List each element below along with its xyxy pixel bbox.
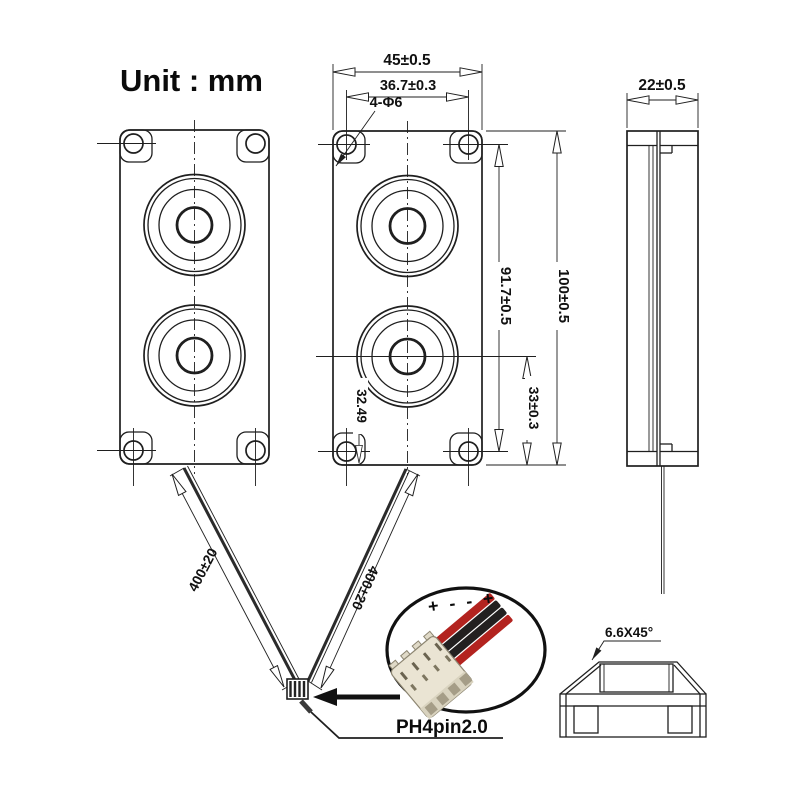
connector-inset: + - - + bbox=[385, 586, 547, 720]
wire-right-length-text: 400±20 bbox=[349, 564, 383, 613]
dim-hole-spacing-horizontal: 36.7±0.3 bbox=[346, 78, 469, 160]
callout-mounting-holes-text: 4-Φ6 bbox=[370, 95, 403, 111]
dim-front-height-text: 100±0.5 bbox=[555, 269, 572, 323]
connector-plug bbox=[286, 678, 313, 714]
dim-hole-spacing-horizontal-text: 36.7±0.3 bbox=[380, 78, 436, 94]
dim-hole-spacing-vertical-text: 91.7±0.5 bbox=[497, 267, 514, 325]
wire-black-2 bbox=[447, 607, 507, 659]
connector-pointer-arrow bbox=[313, 688, 400, 706]
wire-red-1 bbox=[435, 593, 495, 645]
front-view-left bbox=[97, 118, 271, 486]
connector-photo bbox=[388, 593, 513, 720]
dim-reference-height: 32.49 bbox=[353, 378, 369, 464]
side-view bbox=[626, 130, 699, 594]
wire-black-1 bbox=[441, 600, 501, 652]
dim-speaker-center-to-bottom-text: 33±0.3 bbox=[526, 387, 542, 430]
callout-mounting-holes: 4-Φ6 bbox=[333, 95, 403, 168]
dim-speaker-center-to-bottom: 33±0.3 bbox=[522, 356, 542, 466]
bottom-view bbox=[559, 661, 707, 738]
dim-reference-height-text: 32.49 bbox=[354, 389, 369, 423]
dim-front-width-text: 45±0.5 bbox=[383, 52, 431, 69]
dim-side-thickness-text: 22±0.5 bbox=[638, 77, 686, 94]
wire-left: 400±20 bbox=[167, 465, 300, 691]
dim-front-width: 45±0.5 bbox=[332, 52, 483, 130]
dim-hole-spacing-vertical: 91.7±0.5 bbox=[443, 144, 514, 452]
unit-label: Unit : mm bbox=[120, 63, 263, 98]
dim-front-height: 100±0.5 bbox=[486, 130, 572, 466]
dim-side-thickness: 22±0.5 bbox=[626, 77, 699, 128]
connector-type-label: PH4pin2.0 bbox=[396, 717, 488, 738]
wire-left-length-text: 400±20 bbox=[185, 545, 221, 594]
callout-chamfer: 6.6X45° bbox=[589, 625, 661, 662]
wire-red-2 bbox=[453, 615, 513, 666]
callout-chamfer-text: 6.6X45° bbox=[605, 625, 653, 640]
connector-leader: PH4pin2.0 bbox=[310, 711, 503, 739]
